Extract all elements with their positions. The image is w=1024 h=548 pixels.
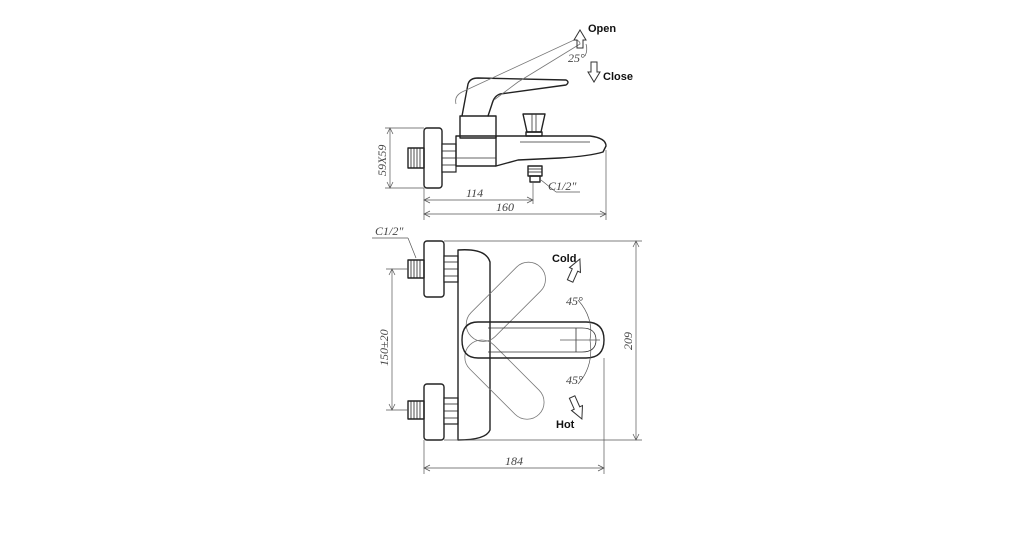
side-shower-outlet	[527, 165, 543, 183]
side-inlet-thread	[407, 147, 425, 169]
dimension-inlet-spacing: 150±20	[377, 329, 391, 366]
dimension-184: 184	[505, 454, 523, 468]
angle-cold-label: 45°	[566, 294, 583, 308]
close-label: Close	[603, 71, 633, 83]
side-body	[455, 135, 497, 167]
inlet-thread-label: C1/2"	[375, 224, 404, 238]
lever-ghost-hot	[464, 339, 545, 420]
lower-inlet	[407, 383, 459, 441]
outlet-thread-label: C1/2"	[548, 179, 577, 193]
side-hex-nut	[441, 143, 457, 173]
hot-label: Hot	[556, 419, 575, 431]
side-cartridge-housing	[459, 115, 497, 139]
side-lever-closed	[461, 77, 569, 117]
lever-angle-label: 25°	[568, 51, 585, 65]
side-lever-open-ghost	[455, 39, 581, 105]
cold-label: Cold	[552, 253, 576, 265]
front-view: C1/2"	[372, 224, 642, 474]
flange-size-dimension: 59X59	[375, 145, 389, 176]
side-view: Open Close 25° 59X59 C1/2" 114 160	[375, 23, 633, 220]
close-arrow-icon	[587, 61, 601, 83]
upper-inlet	[407, 240, 459, 298]
dimension-160: 160	[496, 200, 514, 214]
angle-hot-label: 45°	[566, 373, 583, 387]
cold-arrow-icon	[566, 258, 582, 283]
lever-ghost-cold	[465, 261, 546, 342]
dimension-209: 209	[621, 332, 635, 350]
front-body	[457, 249, 491, 441]
open-arrow-icon	[573, 29, 587, 49]
side-spout	[495, 135, 607, 167]
side-diverter-knob	[522, 113, 546, 137]
side-wall-flange	[423, 127, 443, 189]
hot-arrow-icon	[568, 395, 584, 420]
dimension-114: 114	[466, 186, 483, 200]
open-label: Open	[588, 23, 616, 35]
front-lever	[461, 321, 605, 359]
